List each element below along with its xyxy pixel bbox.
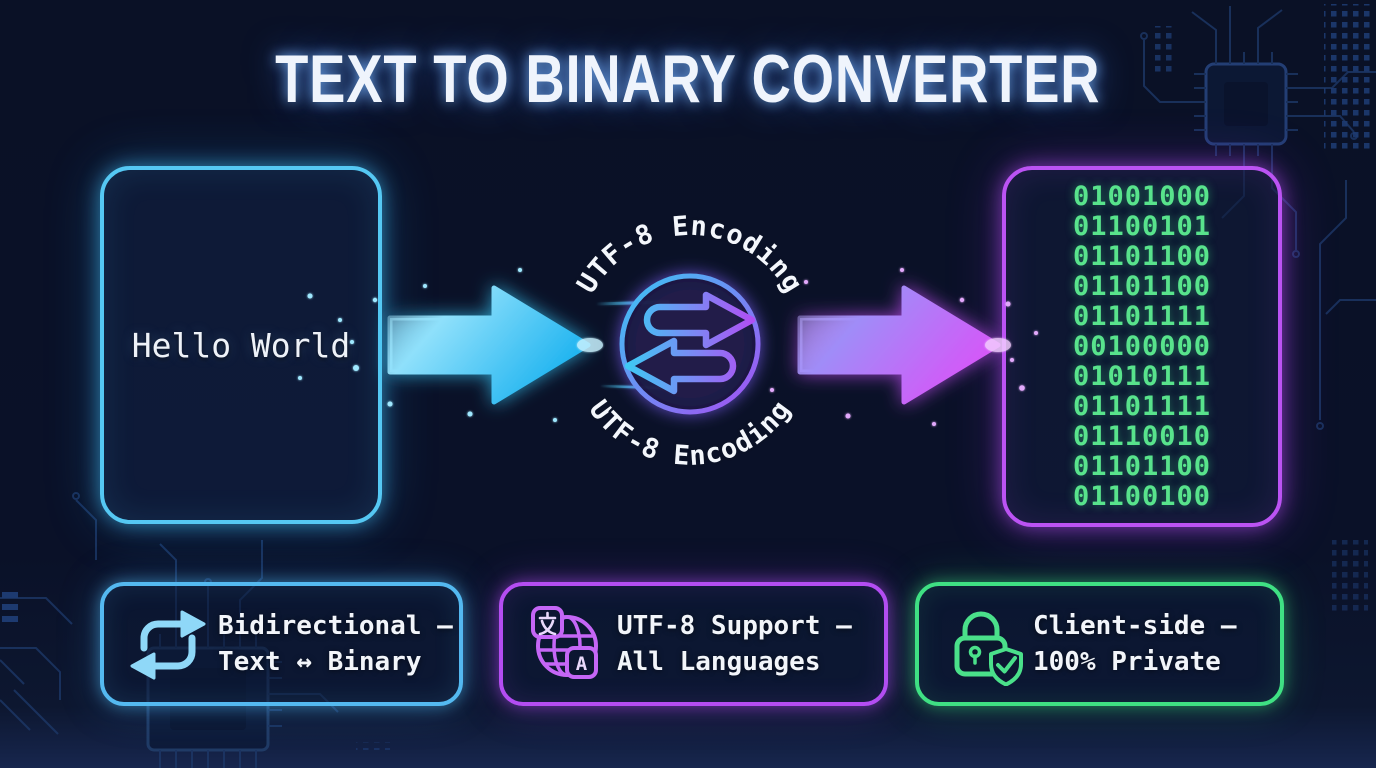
badge-line2: All Languages <box>617 647 821 677</box>
badge-line2: 100% Private <box>1033 647 1221 677</box>
svg-text:UTF-8 Encoding: UTF-8 Encoding <box>571 211 809 299</box>
binary-line: 01101100 <box>1072 270 1212 302</box>
globe-translate-icon: A <box>531 606 598 679</box>
badge-utf8-support: A UTF-8 Support — All Languages <box>499 582 888 706</box>
binary-line: 01010111 <box>1072 360 1212 392</box>
badge-bidirectional: Bidirectional — Text ↔ Binary <box>100 582 463 706</box>
binary-line: 01101111 <box>1072 390 1212 422</box>
badge-line1: Client-side — <box>1033 611 1237 641</box>
binary-line: 01110010 <box>1072 420 1212 452</box>
binary-output-box: 01001000 01100101 01101100 01101100 0110… <box>1002 166 1282 527</box>
badge-line2: Text ↔ Binary <box>218 647 422 677</box>
badge-line1: UTF-8 Support — <box>617 611 852 641</box>
arrow-right-cyan-icon <box>387 285 591 405</box>
badge-client-side: Client-side — 100% Private <box>915 582 1284 706</box>
latin-a-glyph: A <box>576 653 588 675</box>
svg-text:UTF-8 Encoding: UTF-8 Encoding <box>583 395 798 472</box>
page-title: TEXT TO BINARY CONVERTER <box>275 41 1101 117</box>
utf8-encoding-label-top: UTF-8 Encoding <box>569 208 811 301</box>
converter-circle-icon <box>619 273 761 415</box>
purple-streaks <box>678 268 1050 426</box>
cyan-tip-glow <box>577 338 603 352</box>
text-input-box: Hello World <box>100 166 382 524</box>
hanzi-glyph <box>538 611 557 636</box>
binary-line: 01100101 <box>1072 210 1212 242</box>
swap-arrow-left-icon <box>624 337 737 395</box>
binary-line: 01001000 <box>1072 180 1212 212</box>
bidirectional-arrows-icon <box>130 610 206 680</box>
binary-line: 00100000 <box>1072 330 1212 362</box>
lock-shield-icon <box>954 611 1023 686</box>
binary-line: 01101100 <box>1072 240 1212 272</box>
binary-line: 01100100 <box>1072 480 1212 512</box>
badge-line1: Bidirectional — <box>218 611 453 641</box>
binary-line: 01101111 <box>1072 300 1212 332</box>
input-text: Hello World <box>131 325 351 365</box>
utf8-encoding-label-bottom: UTF-8 Encoding <box>580 392 799 474</box>
binary-line: 01101100 <box>1072 450 1212 482</box>
arrow-right-purple-icon <box>797 285 1001 405</box>
swap-arrow-right-icon <box>643 291 756 349</box>
